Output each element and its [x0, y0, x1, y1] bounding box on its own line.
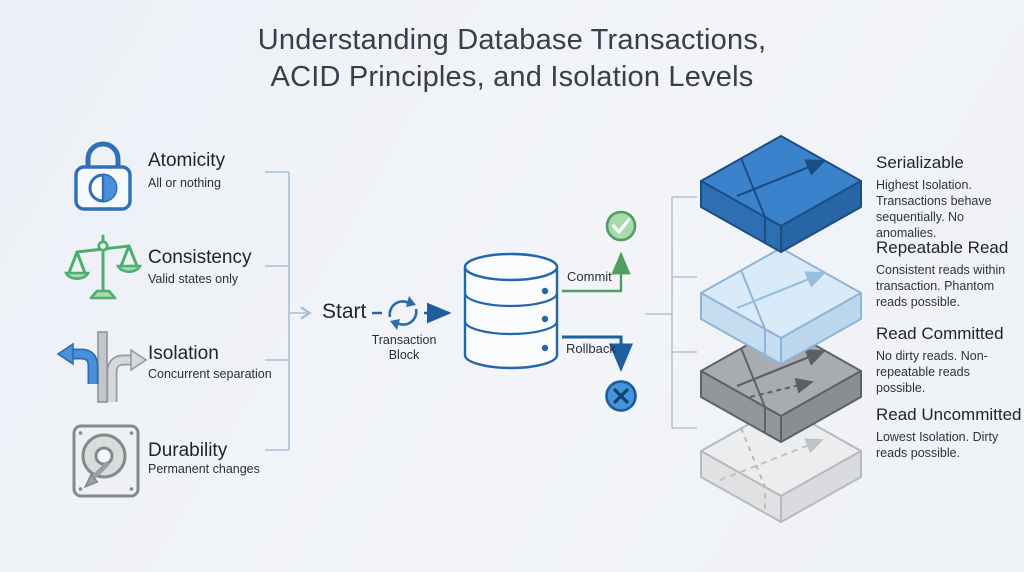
repeatable-read-title: Repeatable Read — [876, 238, 1009, 257]
read-committed-description: No dirty reads. Non-repeatable reads pos… — [876, 349, 988, 395]
acid-consistency-title: Consistency — [148, 247, 252, 268]
acid-durability-subtitle: Permanent changes — [148, 462, 260, 476]
serializable-layer — [700, 135, 862, 253]
transaction-flow — [372, 296, 452, 330]
diverging-arrows-icon — [56, 331, 148, 403]
check-circle-icon — [605, 210, 637, 242]
page-title-line2: ACID Principles, and Isolation Levels — [270, 61, 754, 93]
page-title: Understanding Database Transactions, ACI… — [112, 22, 912, 96]
acid-bracket-connector — [265, 171, 309, 451]
rollback-branch — [562, 335, 637, 412]
acid-isolation-subtitle: Concurrent separation — [148, 367, 272, 381]
sync-arrows-icon — [388, 296, 418, 330]
read-committed-title: Read Committed — [876, 324, 1004, 343]
serializable-description: Highest Isolation. Transactions behave s… — [876, 178, 992, 240]
page-title-line1: Understanding Database Transactions, — [257, 24, 767, 56]
serializable-title: Serializable — [876, 153, 964, 172]
repeatable-read-description: Consistent reads within transaction. Pha… — [876, 263, 1006, 309]
read-uncommitted-description: Lowest Isolation. Dirty reads possible. — [876, 430, 999, 460]
x-circle-icon — [605, 380, 637, 412]
isolation-level-read-committed: Read Committed No dirty reads. Non-repea… — [876, 323, 1024, 396]
read-uncommitted-layer — [700, 405, 862, 523]
database-cylinder-icon — [463, 252, 559, 370]
commit-label: Commit — [567, 269, 612, 284]
repeatable-read-layer — [700, 247, 862, 365]
read-uncommitted-title: Read Uncommitted — [876, 405, 1022, 424]
read-committed-layer — [700, 325, 862, 443]
hard-disk-icon — [72, 424, 140, 498]
acid-consistency-subtitle: Valid states only — [148, 272, 239, 286]
isolation-level-repeatable-read: Repeatable Read Consistent reads within … — [876, 237, 1016, 310]
acid-isolation-title: Isolation — [148, 343, 219, 364]
start-label: Start — [322, 300, 367, 323]
rollback-label: Rollback — [566, 341, 616, 356]
acid-durability-title: Durability — [148, 440, 228, 461]
balance-scale-icon — [64, 234, 142, 300]
commit-branch — [562, 210, 637, 293]
isolation-level-serializable: Serializable Highest Isolation. Transact… — [876, 152, 1010, 241]
transaction-block-label: Transaction Block — [371, 333, 437, 362]
acid-atomicity-title: Atomicity — [148, 150, 226, 171]
lock-icon — [74, 141, 132, 211]
isolation-level-read-uncommitted: Read Uncommitted Lowest Isolation. Dirty… — [876, 404, 1024, 461]
acid-atomicity-subtitle: All or nothing — [148, 176, 221, 190]
isolation-bracket-connector — [645, 196, 697, 429]
